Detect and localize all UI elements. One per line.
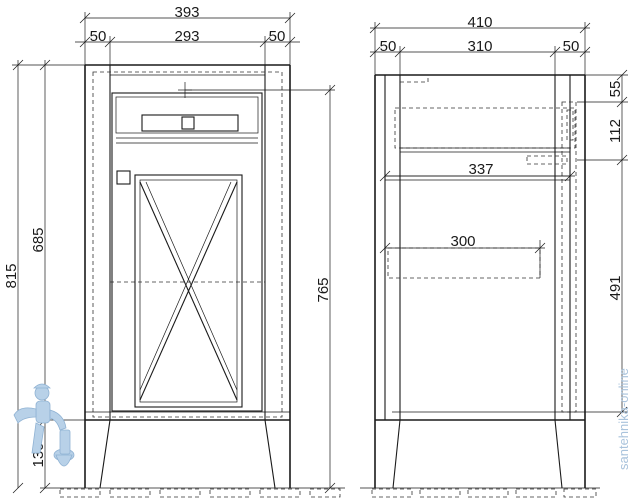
- dim-side-lower-height: 491: [607, 275, 624, 300]
- dim-front-total-height: 815: [3, 263, 20, 288]
- dim-front-right-side: 50: [269, 28, 286, 45]
- front-drawer-slot: [141, 114, 239, 132]
- dim-side-shelf-depth: 337: [468, 161, 493, 178]
- dim-side-lower-shelf-depth: 300: [450, 233, 475, 250]
- dim-front-left-side: 50: [90, 28, 107, 45]
- dim-side-right-side: 50: [563, 38, 580, 55]
- side-view: 410 50 310 50 55 112 491 337 300: [360, 14, 628, 498]
- front-floor-tiles: [59, 488, 341, 498]
- side-front-leg: [392, 419, 401, 489]
- dim-side-total-depth: 410: [467, 14, 492, 31]
- dim-side-left-side: 50: [380, 38, 397, 55]
- dim-front-inner-height: 765: [315, 277, 332, 302]
- front-right-leg: [264, 419, 276, 489]
- front-drawer-lock: [181, 116, 195, 130]
- dim-front-total-width: 393: [174, 4, 199, 21]
- dim-side-drawer-offset: 55: [607, 81, 624, 98]
- front-drawer: [115, 96, 259, 134]
- front-door-panel: [134, 174, 243, 408]
- watermark-text: santehnika-online: [616, 368, 631, 470]
- front-hidden-outline: [92, 71, 283, 418]
- dim-front-inner-width: 293: [174, 28, 199, 45]
- front-door-cross-b: [139, 181, 238, 401]
- plumber-mascot-icon: [13, 383, 75, 467]
- side-hidden-lower-shelf: [387, 247, 541, 279]
- side-floor-tiles: [371, 488, 597, 498]
- dim-side-drawer-height: 112: [607, 119, 624, 143]
- front-door-frame: [111, 92, 263, 412]
- front-view: 393 50 293 50 815 685 130 765: [3, 4, 345, 498]
- side-hidden-drawer: [394, 107, 576, 149]
- front-left-leg: [99, 419, 111, 489]
- side-back-leg: [554, 419, 563, 489]
- front-door-knob: [116, 170, 131, 185]
- dim-side-inner-depth: 310: [467, 38, 492, 55]
- side-hidden-rail: [561, 101, 577, 413]
- dim-front-body-height: 685: [30, 227, 47, 252]
- front-door-inner-panel: [139, 179, 238, 403]
